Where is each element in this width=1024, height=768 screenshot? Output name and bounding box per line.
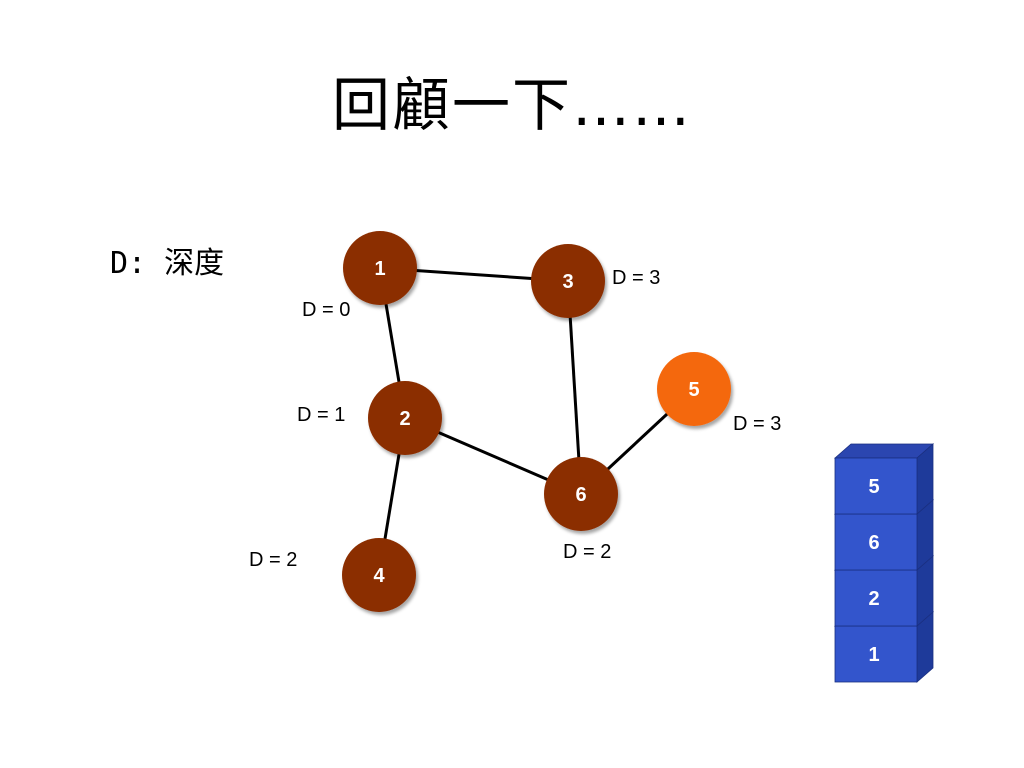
depth-label-node-4: D = 2 — [249, 549, 297, 571]
graph-node-4: 4 — [342, 538, 416, 612]
graph-node-5: 5 — [657, 352, 731, 426]
node-label: 3 — [562, 271, 573, 293]
stack-block-5: 5 — [833, 443, 935, 515]
stack-label: 1 — [868, 644, 879, 666]
depth-label-node-2: D = 1 — [297, 404, 345, 426]
graph-node-2: 2 — [368, 381, 442, 455]
node-label: 6 — [575, 484, 586, 506]
depth-label-node-3: D = 3 — [612, 267, 660, 289]
stack-block-6: 6 — [833, 499, 935, 571]
graph-node-3: 3 — [531, 244, 605, 318]
depth-label-node-1: D = 0 — [302, 299, 350, 321]
node-label: 4 — [373, 565, 385, 587]
graph-node-1: 1 — [343, 231, 417, 305]
stack-label: 6 — [868, 532, 879, 554]
node-label: 2 — [399, 408, 410, 430]
stack-label: 5 — [868, 476, 879, 498]
depth-label-node-6: D = 2 — [563, 541, 611, 563]
node-label: 1 — [374, 258, 385, 280]
depth-legend: D: 深度 — [110, 246, 225, 281]
slide-title: 回顧一下…… — [331, 71, 692, 139]
depth-label-node-5: D = 3 — [733, 413, 781, 435]
graph-node-6: 6 — [544, 457, 618, 531]
node-label: 5 — [688, 379, 699, 401]
stack-label: 2 — [868, 588, 879, 610]
